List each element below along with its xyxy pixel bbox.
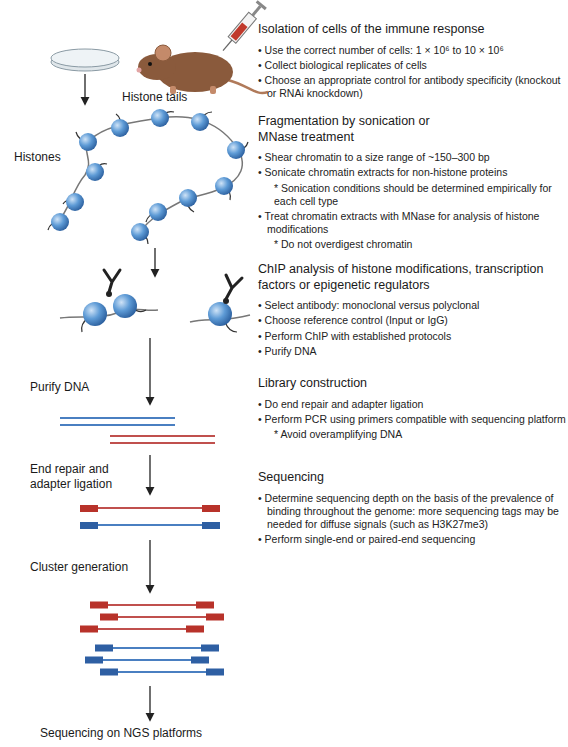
- note-text: * Do not overdigest chromatin: [274, 238, 558, 251]
- note-text: * Avoid overamplifying DNA: [274, 428, 558, 441]
- bullet-text: • Select antibody: monoclonal versus pol…: [258, 299, 567, 312]
- dna-fragments: [60, 418, 215, 443]
- bullet-text: • Use the correct number of cells: 1 × 1…: [258, 44, 567, 57]
- clusters: [80, 602, 224, 676]
- bullet-text: • Do end repair and adapter ligation: [258, 398, 567, 411]
- antibody-fragments: [60, 270, 250, 332]
- stage-label: Sequencing on NGS platforms: [40, 726, 240, 741]
- stage-label: Histone tails: [122, 90, 242, 105]
- bullet-text: • Collect biological replicates of cells: [258, 59, 567, 72]
- stage-label: Histones: [14, 150, 84, 165]
- bullet-text: • Purify DNA: [258, 345, 567, 358]
- section-heading: Library construction: [258, 376, 558, 392]
- bullet-text: • Determine sequencing depth on the basi…: [258, 492, 567, 531]
- note-text: * Sonication conditions should be determ…: [274, 182, 558, 208]
- stage-label: Purify DNA: [30, 380, 130, 395]
- section-heading: Fragmentation by sonication or MNase tre…: [258, 114, 463, 145]
- section-heading: ChIP analysis of histone modifications, …: [258, 262, 558, 293]
- section-heading: Isolation of cells of the immune respons…: [258, 22, 558, 38]
- chromatin: [48, 109, 248, 244]
- ligated-fragments: [80, 505, 220, 529]
- bullet-text: • Perform ChIP with established protocol…: [258, 330, 567, 343]
- bullet-text: • Choose an appropriate control for anti…: [258, 74, 567, 100]
- bullet-text: • Perform PCR using primers compatible w…: [258, 413, 567, 426]
- bullet-text: • Choose reference control (Input or IgG…: [258, 314, 567, 327]
- bullet-text: • Shear chromatin to a size range of ~15…: [258, 151, 567, 164]
- bullet-text: • Perform single-end or paired-end seque…: [258, 533, 567, 546]
- petri-dish: [51, 49, 119, 71]
- stage-label: End repair and adapter ligation: [30, 462, 130, 492]
- bullet-text: • Treat chromatin extracts with MNase fo…: [258, 210, 567, 236]
- section-heading: Sequencing: [258, 470, 558, 486]
- mouse: [137, 45, 269, 94]
- stage-label: Cluster generation: [30, 560, 140, 575]
- bullet-text: • Sonicate chromatin extracts for non-hi…: [258, 166, 567, 179]
